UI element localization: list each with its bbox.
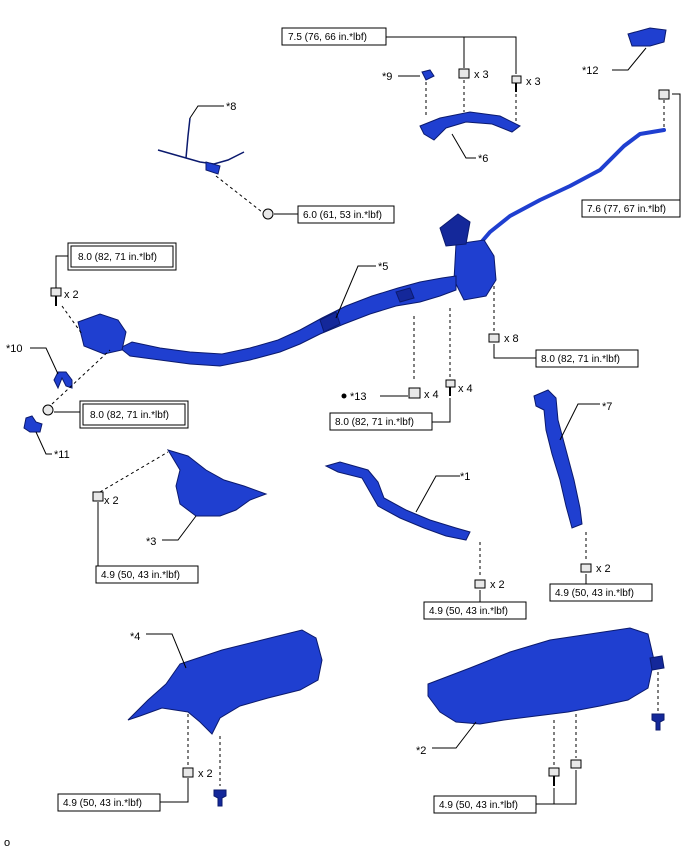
flange-nut-icon [42, 404, 54, 416]
part-6-heat-insulator [419, 111, 521, 141]
qty-1: x 2 [490, 579, 505, 591]
nut-icon [488, 333, 500, 343]
part-label-2: *2 [416, 745, 426, 757]
clip-icon [213, 789, 227, 807]
part-label-4: *4 [130, 631, 140, 643]
part-1-bracket [324, 461, 471, 541]
part-3-heat-insulator [166, 449, 268, 517]
torque-box-4-9-b [423, 601, 527, 620]
qty-7: x 2 [596, 563, 611, 575]
qty-left-top: x 2 [64, 289, 79, 301]
part-5-exhaust-pipe [77, 128, 666, 367]
sensor-nut-icon [262, 208, 274, 220]
part-label-9: *9 [382, 71, 392, 83]
torque-box-8-0-d [329, 412, 433, 431]
part-label-13: *13 [350, 391, 367, 403]
part-10-gasket [53, 371, 73, 390]
part-7-bracket [533, 389, 583, 529]
nut-icon [458, 68, 470, 79]
torque-7-5: 7.5 (76, 66 in.*lbf) [288, 32, 367, 43]
clip-icon [651, 713, 665, 731]
qty-bolt-mid: x 4 [458, 383, 473, 395]
torque-6-0: 6.0 (61, 53 in.*lbf) [303, 210, 382, 221]
part-label-5: *5 [378, 261, 388, 273]
part-label-6: *6 [478, 153, 488, 165]
nut-icon-13 [408, 387, 421, 399]
bolt-head-icon [445, 379, 456, 388]
torque-box-7-6 [581, 199, 681, 218]
part-11-bracket [23, 415, 43, 433]
bolt-head-icon [548, 767, 560, 777]
part-2-heat-insulator [427, 627, 665, 725]
part-label-1: *1 [460, 471, 470, 483]
torque-8-0-c: 8.0 (82, 71 in.*lbf) [541, 354, 620, 365]
torque-box-8-0-a [70, 245, 174, 268]
torque-box-4-9-e [433, 795, 537, 814]
torque-4-9-e: 4.9 (50, 43 in.*lbf) [439, 800, 518, 811]
torque-box-6-0 [297, 205, 395, 224]
torque-box-4-9-a [95, 565, 199, 584]
nut-icon [474, 579, 486, 589]
bolt-head-icon [50, 287, 62, 297]
nut-icon [92, 491, 104, 502]
part-label-8: *8 [226, 101, 236, 113]
corner-mark: o [4, 837, 10, 849]
part-12-illustration [627, 27, 667, 47]
torque-box-8-0-c [535, 349, 639, 368]
torque-8-0-d: 8.0 (82, 71 in.*lbf) [335, 417, 414, 428]
qty-3: x 2 [104, 495, 119, 507]
torque-8-0-b: 8.0 (82, 71 in.*lbf) [90, 410, 169, 421]
part-label-12: *12 [582, 65, 599, 77]
torque-8-0-a: 8.0 (82, 71 in.*lbf) [78, 252, 157, 263]
torque-7-6: 7.6 (77, 67 in.*lbf) [587, 204, 666, 215]
torque-box-4-9-c [549, 583, 653, 602]
bolt-head-icon [511, 75, 522, 84]
nut-icon [182, 767, 194, 778]
part-label-3: *3 [146, 536, 156, 548]
torque-box-8-0-b [82, 403, 186, 426]
torque-4-9-b: 4.9 (50, 43 in.*lbf) [429, 606, 508, 617]
part-9-clip [421, 69, 435, 81]
qty-top-right: x 3 [526, 76, 541, 88]
torque-4-9-d: 4.9 (50, 43 in.*lbf) [63, 798, 142, 809]
part-8-sensor-wire [157, 117, 245, 175]
pipe-nut-icon [658, 89, 670, 100]
part-label-7: *7 [602, 401, 612, 413]
qty-13: x 4 [424, 389, 439, 401]
qty-4: x 2 [198, 768, 213, 780]
part-label-11: *11 [54, 449, 70, 461]
part-4-heat-insulator [127, 629, 323, 735]
nut-icon [570, 759, 582, 769]
torque-4-9-a: 4.9 (50, 43 in.*lbf) [101, 570, 180, 581]
part-label-10: *10 [6, 343, 23, 355]
qty-mid-nut: x 8 [504, 333, 519, 345]
torque-4-9-c: 4.9 (50, 43 in.*lbf) [555, 588, 634, 599]
qty-top-mid: x 3 [474, 69, 489, 81]
nut-icon [580, 563, 592, 573]
torque-box-4-9-d [57, 793, 161, 812]
